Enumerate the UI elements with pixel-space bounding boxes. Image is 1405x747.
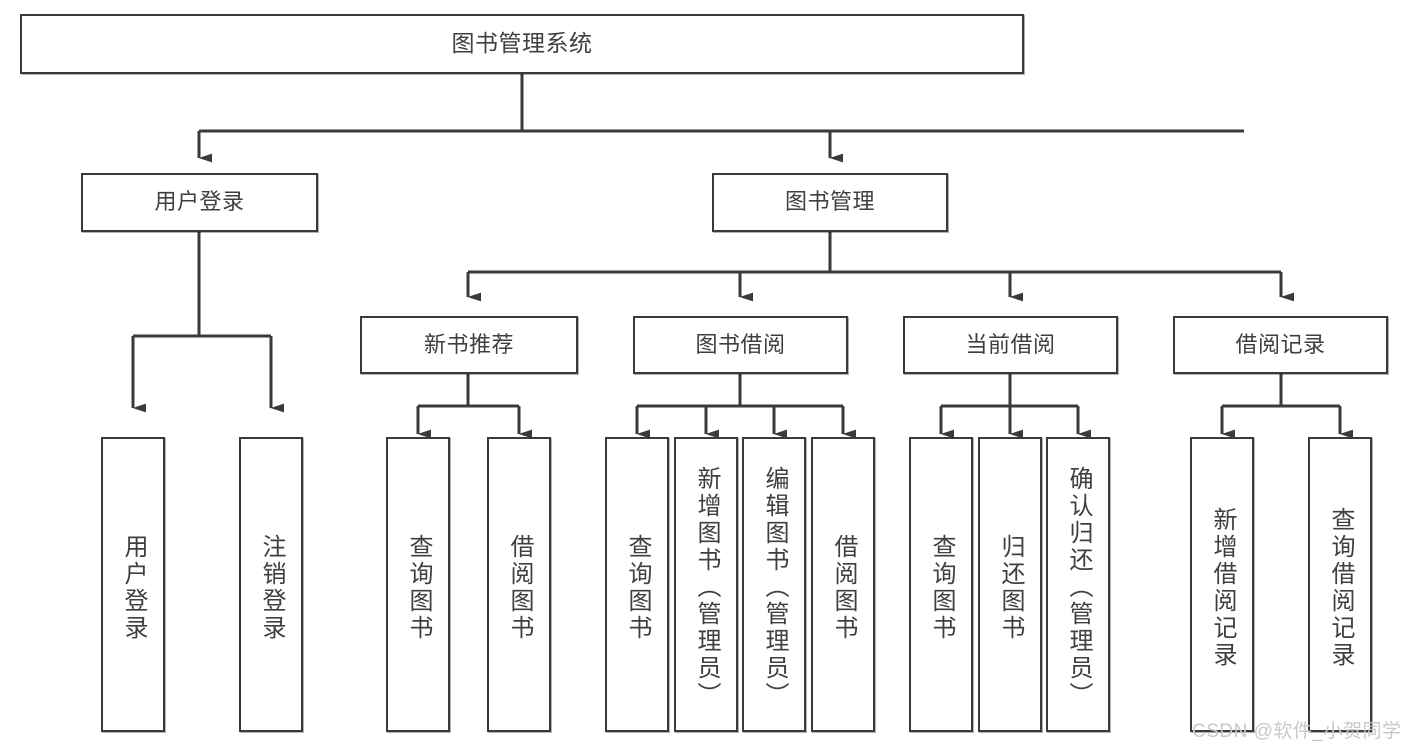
node-leaf-logout-login[interactable]: 注销登录	[239, 437, 303, 732]
node-leaf-confirm-return-label: 确认归还（管理员）	[1065, 466, 1092, 709]
node-user-login[interactable]: 用户登录	[81, 173, 318, 232]
node-leaf-query-book-2-label: 查询图书	[624, 533, 651, 642]
node-root-label: 图书管理系统	[451, 30, 593, 57]
node-leaf-confirm-return[interactable]: 确认归还（管理员）	[1046, 437, 1110, 732]
node-leaf-borrow-book-1-label: 借阅图书	[506, 533, 533, 642]
node-leaf-query-record[interactable]: 查询借阅记录	[1308, 437, 1372, 732]
node-current-borrow[interactable]: 当前借阅	[903, 316, 1118, 374]
csdn-watermark: CSDN @软件_小贺同学	[1192, 721, 1402, 742]
node-leaf-borrow-book-2-label: 借阅图书	[830, 533, 857, 642]
node-leaf-add-record[interactable]: 新增借阅记录	[1190, 437, 1254, 732]
node-leaf-borrow-book-2[interactable]: 借阅图书	[811, 437, 875, 732]
node-leaf-user-login-label: 用户登录	[120, 533, 147, 642]
node-book-borrow-label: 图书借阅	[695, 331, 786, 357]
node-leaf-return-book[interactable]: 归还图书	[978, 437, 1042, 732]
node-leaf-return-book-label: 归还图书	[997, 533, 1024, 642]
node-book-manage[interactable]: 图书管理	[712, 173, 948, 232]
node-leaf-query-book-3[interactable]: 查询图书	[909, 437, 973, 732]
node-user-login-label: 用户登录	[154, 189, 245, 215]
node-borrow-record-label: 借阅记录	[1235, 331, 1326, 357]
node-new-book-recommend-label: 新书推荐	[423, 331, 514, 357]
node-leaf-query-book-2[interactable]: 查询图书	[605, 437, 669, 732]
node-leaf-user-login[interactable]: 用户登录	[101, 437, 165, 732]
node-leaf-add-record-label: 新增借阅记录	[1209, 506, 1236, 669]
node-leaf-add-book-label: 新增图书（管理员）	[693, 466, 720, 709]
node-leaf-query-book-3-label: 查询图书	[928, 533, 955, 642]
node-leaf-add-book[interactable]: 新增图书（管理员）	[674, 437, 738, 732]
node-leaf-query-record-label: 查询借阅记录	[1327, 506, 1354, 669]
node-new-book-recommend[interactable]: 新书推荐	[360, 316, 578, 374]
node-current-borrow-label: 当前借阅	[965, 331, 1056, 357]
node-book-borrow[interactable]: 图书借阅	[633, 316, 848, 374]
node-leaf-edit-book[interactable]: 编辑图书（管理员）	[742, 437, 806, 732]
node-leaf-logout-login-label: 注销登录	[258, 533, 285, 642]
node-leaf-query-book-1-label: 查询图书	[405, 533, 432, 642]
node-root[interactable]: 图书管理系统	[20, 14, 1024, 74]
node-book-manage-label: 图书管理	[784, 189, 875, 215]
node-leaf-edit-book-label: 编辑图书（管理员）	[761, 466, 788, 709]
node-leaf-query-book-1[interactable]: 查询图书	[386, 437, 450, 732]
node-leaf-borrow-book-1[interactable]: 借阅图书	[487, 437, 551, 732]
node-borrow-record[interactable]: 借阅记录	[1173, 316, 1388, 374]
